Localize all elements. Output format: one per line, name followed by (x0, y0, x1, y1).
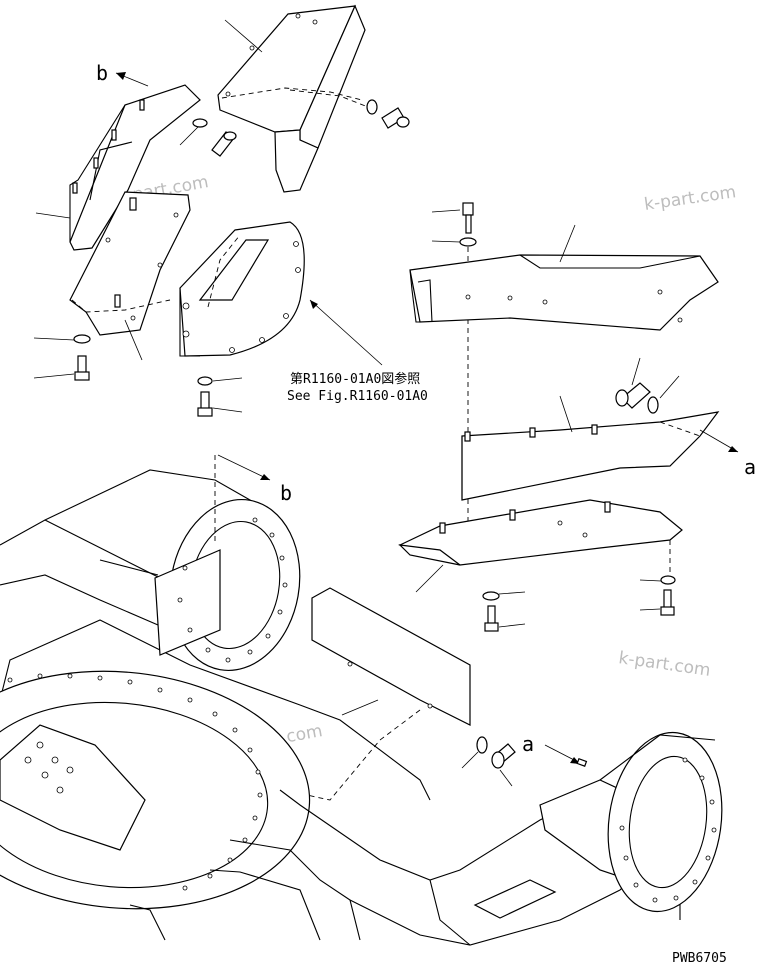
right-upper-cover (409, 224, 719, 331)
reference-note-jp: 第R1160-01A0図参照 (290, 371, 420, 387)
figure-code: PWB6705 (672, 951, 727, 966)
right-boss-ring (539, 731, 723, 913)
bolt-icon (491, 743, 516, 769)
right-middle-cover (461, 395, 720, 501)
swing-bracket-flange (179, 221, 305, 357)
washer-icon (366, 99, 378, 115)
reference-note-en: See Fig.R1160-01A0 (287, 389, 428, 404)
washer-icon (73, 334, 91, 344)
watermark: k-part.com (643, 182, 737, 215)
arrow-label-a-2: a (522, 732, 534, 756)
swing-circle (0, 670, 311, 910)
bolt-icon (484, 605, 499, 632)
arrow-head-icon (116, 72, 126, 80)
arrow-label-b: b (96, 61, 108, 85)
bolt-icon (74, 355, 90, 381)
upper-frame-structure: b (0, 454, 431, 801)
bolt-icon (197, 391, 213, 417)
upper-cover-plate (217, 4, 366, 193)
frame-center-cover (254, 587, 471, 801)
washer-icon (647, 396, 659, 414)
washer-icon (192, 118, 208, 128)
arrow-head-icon (728, 446, 738, 452)
arrow-label-a: a (744, 455, 756, 479)
right-bolt-top (462, 202, 474, 234)
right-lower-cover (398, 499, 683, 593)
washer-icon (660, 575, 676, 585)
bolt-icon (660, 589, 675, 616)
left-cover-panel (35, 84, 201, 251)
arrow-label-b-2: b (280, 481, 292, 505)
washer-icon (459, 237, 477, 247)
washer-icon (197, 376, 213, 386)
lower-left-cover (69, 191, 191, 361)
washer-icon (482, 591, 500, 601)
bolt-icon (381, 107, 410, 129)
bolt-icon (211, 131, 237, 157)
watermark: k-part.com (617, 648, 711, 681)
washer-icon (476, 736, 488, 754)
right-bolt-side (615, 382, 651, 409)
arrow-head-icon (260, 474, 270, 480)
